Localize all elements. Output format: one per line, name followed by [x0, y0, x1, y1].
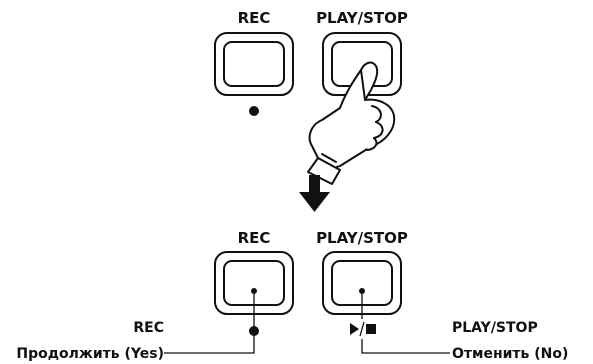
play-stop-callout-action: Отменить (No): [452, 346, 568, 362]
top-play-stop-label: PLAY/STOP: [316, 9, 408, 27]
rec-callout-title: REC: [133, 320, 164, 336]
rec-callout-action: Продолжить (Yes): [16, 346, 164, 362]
play-stop-callout-title: PLAY/STOP: [452, 320, 538, 336]
bottom-play-stop-label: PLAY/STOP: [316, 229, 408, 247]
top-rec-button[interactable]: [214, 32, 294, 96]
rec-callout-line: [164, 288, 257, 354]
bottom-rec-button[interactable]: [214, 251, 294, 315]
pressing-hand-icon: [307, 61, 396, 185]
bottom-rec-label: REC: [238, 229, 271, 247]
top-play-stop-button[interactable]: [322, 32, 402, 96]
down-arrow-icon: [299, 175, 330, 212]
bottom-play-stop-button[interactable]: [322, 251, 402, 315]
play-stop-icon: [350, 321, 376, 337]
play-stop-callout-line: [359, 288, 450, 354]
top-rec-indicator-dot-icon: [249, 106, 259, 116]
top-rec-label: REC: [238, 9, 271, 27]
